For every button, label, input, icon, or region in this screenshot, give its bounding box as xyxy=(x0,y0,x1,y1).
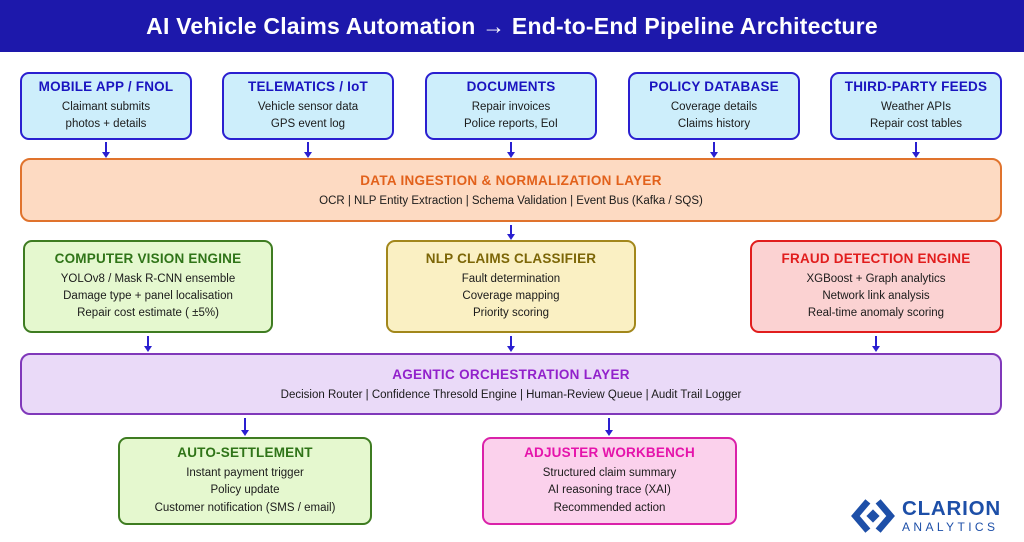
flow-arrow-down-icon xyxy=(510,225,512,234)
ingestion-layer: DATA INGESTION & NORMALIZATION LAYER OCR… xyxy=(20,158,1002,222)
logo-subname: ANALYTICS xyxy=(902,520,999,535)
engine-box-fraud-detection: FRAUD DETECTION ENGINE XGBoost + Graph a… xyxy=(750,240,1002,333)
orchestration-layer: AGENTIC ORCHESTRATION LAYER Decision Rou… xyxy=(20,353,1002,415)
output-box-title: ADJUSTER WORKBENCH xyxy=(524,445,695,461)
output-box-adjuster-workbench: ADJUSTER WORKBENCH Structured claim summ… xyxy=(482,437,737,525)
flow-arrow-down-icon xyxy=(244,418,246,430)
engine-box-line: Network link analysis xyxy=(822,289,930,302)
flow-arrow-down-icon xyxy=(105,142,107,152)
source-box-third-party-feeds: THIRD-PARTY FEEDS Weather APIs Repair co… xyxy=(830,72,1002,140)
source-box-line: Police reports, EoI xyxy=(464,118,558,130)
flow-arrow-down-icon xyxy=(608,418,610,430)
flow-arrow-down-icon xyxy=(307,142,309,152)
source-box-line: photos + details xyxy=(65,118,147,130)
orchestration-layer-title: AGENTIC ORCHESTRATION LAYER xyxy=(392,367,630,382)
source-box-line: Vehicle sensor data xyxy=(257,100,359,113)
output-box-auto-settlement: AUTO-SETTLEMENT Instant payment trigger … xyxy=(118,437,372,525)
source-box-line: Coverage details xyxy=(670,100,758,113)
output-box-line: Structured claim summary xyxy=(542,467,677,480)
output-box-line: Customer notification (SMS / email) xyxy=(154,501,336,514)
flow-arrow-down-icon xyxy=(510,336,512,346)
output-box-title: AUTO-SETTLEMENT xyxy=(177,445,313,461)
orchestration-layer-subtitle: Decision Router | Confidence Thresold En… xyxy=(280,389,742,401)
engine-box-line: Coverage mapping xyxy=(462,289,560,302)
source-box-telematics: TELEMATICS / IoT Vehicle sensor data GPS… xyxy=(222,72,394,140)
source-box-title: MOBILE APP / FNOL xyxy=(38,78,174,94)
engine-box-computer-vision: COMPUTER VISION ENGINE YOLOv8 / Mask R-C… xyxy=(23,240,273,333)
source-box-title: POLICY DATABASE xyxy=(649,78,779,94)
logo-text: CLARION ANALYTICS xyxy=(902,496,1001,535)
flow-arrow-down-icon xyxy=(510,142,512,152)
engine-box-line: Fault determination xyxy=(461,272,561,285)
engine-box-line: Priority scoring xyxy=(472,307,550,320)
output-box-line: Recommended action xyxy=(553,501,666,514)
output-box-line: Instant payment trigger xyxy=(186,467,304,480)
logo-name: CLARION xyxy=(902,496,1001,520)
source-box-line: Weather APIs xyxy=(880,100,952,113)
page-title: AI Vehicle Claims Automation → End-to-En… xyxy=(0,0,1024,52)
output-box-line: AI reasoning trace (XAI) xyxy=(548,484,671,497)
engine-box-title: COMPUTER VISION ENGINE xyxy=(54,250,242,266)
engine-box-line: Real-time anomaly scoring xyxy=(807,307,945,320)
flow-arrow-down-icon xyxy=(875,336,877,346)
engine-box-title: NLP CLAIMS CLASSIFIER xyxy=(425,250,597,266)
engine-box-line: Repair cost estimate ( ±5%) xyxy=(77,307,219,320)
source-box-line: Claimant submits xyxy=(61,100,151,113)
source-box-title: TELEMATICS / IoT xyxy=(248,78,368,94)
source-box-mobile-app: MOBILE APP / FNOL Claimant submits photo… xyxy=(20,72,192,140)
ingestion-layer-title: DATA INGESTION & NORMALIZATION LAYER xyxy=(360,173,662,188)
engine-box-line: Damage type + panel localisation xyxy=(63,289,233,302)
engine-box-nlp-classifier: NLP CLAIMS CLASSIFIER Fault determinatio… xyxy=(386,240,636,333)
flow-arrow-down-icon xyxy=(147,336,149,346)
source-box-title: DOCUMENTS xyxy=(466,78,556,94)
source-box-line: GPS event log xyxy=(270,118,346,130)
source-box-line: Repair cost tables xyxy=(869,118,963,130)
flow-arrow-down-icon xyxy=(915,142,917,152)
engine-box-line: XGBoost + Graph analytics xyxy=(806,272,946,285)
source-box-line: Repair invoices xyxy=(471,100,551,113)
ingestion-layer-subtitle: OCR | NLP Entity Extraction | Schema Val… xyxy=(319,195,703,207)
source-box-line: Claims history xyxy=(677,118,751,130)
flow-arrow-down-icon xyxy=(713,142,715,152)
output-box-line: Policy update xyxy=(210,484,280,497)
source-box-policy-database: POLICY DATABASE Coverage details Claims … xyxy=(628,72,800,140)
diamond-chevrons-icon xyxy=(851,499,895,533)
engine-box-line: YOLOv8 / Mask R-CNN ensemble xyxy=(60,272,236,285)
engine-box-title: FRAUD DETECTION ENGINE xyxy=(781,250,971,266)
clarion-analytics-logo: CLARION ANALYTICS xyxy=(851,497,1001,535)
source-box-title: THIRD-PARTY FEEDS xyxy=(844,78,988,94)
source-box-documents: DOCUMENTS Repair invoices Police reports… xyxy=(425,72,597,140)
